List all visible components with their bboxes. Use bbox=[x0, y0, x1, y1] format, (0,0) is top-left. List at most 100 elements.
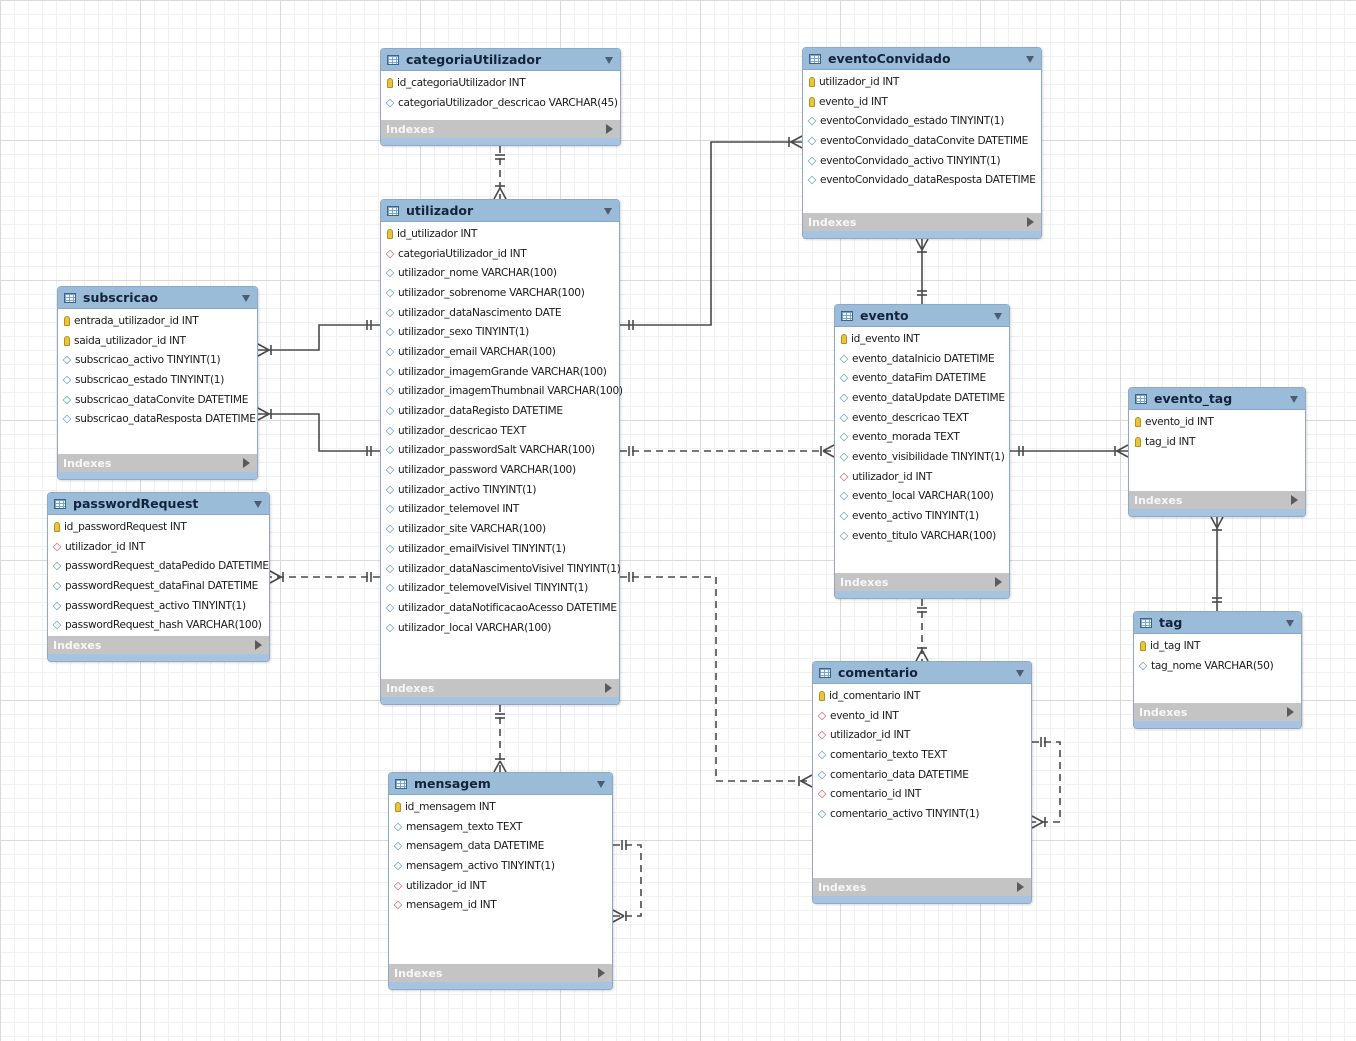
column-row[interactable]: tag_nome VARCHAR(50) bbox=[1134, 656, 1301, 676]
indexes-section[interactable]: Indexes bbox=[48, 636, 269, 654]
column-row[interactable]: eventoConvidado_dataConvite DATETIME bbox=[803, 131, 1041, 151]
indexes-section[interactable]: Indexes bbox=[813, 878, 1031, 896]
indexes-section[interactable]: Indexes bbox=[835, 573, 1009, 591]
collapse-caret-icon[interactable] bbox=[994, 313, 1002, 320]
column-row[interactable]: utilizador_passwordSalt VARCHAR(100) bbox=[381, 441, 619, 461]
indexes-section[interactable]: Indexes bbox=[389, 964, 612, 982]
column-row[interactable]: utilizador_descricao TEXT bbox=[381, 421, 619, 441]
relationship-evento-comentario[interactable] bbox=[915, 599, 929, 662]
expand-arrow-icon[interactable] bbox=[606, 124, 613, 134]
column-row[interactable]: utilizador_id INT bbox=[803, 72, 1041, 92]
indexes-section[interactable]: Indexes bbox=[1134, 703, 1301, 721]
indexes-section[interactable]: Indexes bbox=[381, 679, 619, 697]
column-row[interactable]: utilizador_dataNascimento DATE bbox=[381, 303, 619, 323]
column-row[interactable]: utilizador_telemovelVisivel TINYINT(1) bbox=[381, 578, 619, 598]
relationship-utilizador-comentario[interactable] bbox=[620, 572, 813, 788]
column-row[interactable]: comentario_activo TINYINT(1) bbox=[813, 804, 1031, 824]
relationship-line[interactable] bbox=[258, 324, 380, 351]
relationship-utilizador-evento[interactable] bbox=[620, 444, 835, 458]
column-row[interactable]: evento_dataFim DATETIME bbox=[835, 368, 1009, 388]
column-row[interactable]: utilizador_id INT bbox=[813, 725, 1031, 745]
column-row[interactable]: evento_id INT bbox=[803, 92, 1041, 112]
column-row[interactable]: subscricao_dataResposta DATETIME bbox=[58, 409, 257, 429]
entity-header[interactable]: subscricao bbox=[58, 287, 257, 309]
indexes-section[interactable]: Indexes bbox=[803, 213, 1041, 231]
relationship-comentario-comentario[interactable] bbox=[1031, 737, 1061, 829]
expand-arrow-icon[interactable] bbox=[605, 683, 612, 693]
entity-header[interactable]: tag bbox=[1134, 612, 1301, 634]
column-row[interactable]: utilizador_imagemThumbnail VARCHAR(100) bbox=[381, 382, 623, 402]
column-row[interactable]: id_passwordRequest INT bbox=[48, 517, 269, 537]
column-row[interactable]: evento_morada TEXT bbox=[835, 427, 1009, 447]
column-row[interactable]: eventoConvidado_dataResposta DATETIME bbox=[803, 170, 1041, 190]
column-row[interactable]: utilizador_emailVisivel TINYINT(1) bbox=[381, 539, 619, 559]
column-row[interactable]: tag_id INT bbox=[1129, 432, 1305, 452]
expand-arrow-icon[interactable] bbox=[1291, 495, 1298, 505]
column-row[interactable]: id_utilizador INT bbox=[381, 224, 619, 244]
relationship-line[interactable] bbox=[258, 413, 380, 452]
relationship-line[interactable] bbox=[620, 576, 812, 782]
column-row[interactable]: evento_descricao TEXT bbox=[835, 408, 1009, 428]
expand-arrow-icon[interactable] bbox=[255, 640, 262, 650]
column-row[interactable]: comentario_data DATETIME bbox=[813, 765, 1031, 785]
column-row[interactable]: id_mensagem INT bbox=[389, 797, 612, 817]
column-row[interactable]: mensagem_data DATETIME bbox=[389, 836, 612, 856]
column-row[interactable]: utilizador_sobrenome VARCHAR(100) bbox=[381, 283, 619, 303]
column-row[interactable]: entrada_utilizador_id INT bbox=[58, 311, 257, 331]
collapse-caret-icon[interactable] bbox=[1286, 620, 1294, 627]
collapse-caret-icon[interactable] bbox=[242, 295, 250, 302]
column-row[interactable]: eventoConvidado_activo TINYINT(1) bbox=[803, 151, 1041, 171]
column-row[interactable]: utilizador_nome VARCHAR(100) bbox=[381, 263, 619, 283]
column-row[interactable]: mensagem_id INT bbox=[389, 895, 612, 915]
column-row[interactable]: utilizador_telemovel INT bbox=[381, 500, 619, 520]
column-row[interactable]: evento_visibilidade TINYINT(1) bbox=[835, 447, 1009, 467]
entity-header[interactable]: utilizador bbox=[381, 200, 619, 222]
entity-header[interactable]: evento_tag bbox=[1129, 388, 1305, 410]
entity-header[interactable]: comentario bbox=[813, 662, 1031, 684]
column-row[interactable]: saida_utilizador_id INT bbox=[58, 331, 257, 351]
column-row[interactable]: evento_id INT bbox=[1129, 412, 1305, 432]
column-row[interactable]: id_comentario INT bbox=[813, 686, 1031, 706]
relationship-categoriaUtilizador-utilizador[interactable] bbox=[493, 146, 507, 200]
column-row[interactable]: comentario_id INT bbox=[813, 784, 1031, 804]
entity-header[interactable]: mensagem bbox=[389, 773, 612, 795]
column-row[interactable]: evento_dataInicio DATETIME bbox=[835, 349, 1009, 369]
column-row[interactable]: utilizador_activo TINYINT(1) bbox=[381, 480, 619, 500]
column-row[interactable]: mensagem_texto TEXT bbox=[389, 817, 612, 837]
column-row[interactable]: passwordRequest_hash VARCHAR(100) bbox=[48, 615, 269, 635]
column-row[interactable]: utilizador_dataNotificacaoAcesso DATETIM… bbox=[381, 598, 619, 618]
relationship-line[interactable] bbox=[613, 844, 642, 917]
relationship-utilizador-passwordRequest[interactable] bbox=[269, 570, 380, 584]
column-row[interactable]: utilizador_id INT bbox=[48, 537, 269, 557]
column-row[interactable]: evento_activo TINYINT(1) bbox=[835, 506, 1009, 526]
column-row[interactable]: utilizador_local VARCHAR(100) bbox=[381, 618, 619, 638]
column-row[interactable]: subscricao_estado TINYINT(1) bbox=[58, 370, 257, 390]
expand-arrow-icon[interactable] bbox=[1287, 707, 1294, 717]
entity-header[interactable]: passwordRequest bbox=[48, 493, 269, 515]
column-row[interactable]: id_categoriaUtilizador INT bbox=[381, 73, 620, 93]
indexes-section[interactable]: Indexes bbox=[381, 120, 620, 138]
entity-header[interactable]: eventoConvidado bbox=[803, 48, 1041, 70]
column-row[interactable]: utilizador_dataNascimentoVisivel TINYINT… bbox=[381, 559, 621, 579]
column-row[interactable]: passwordRequest_activo TINYINT(1) bbox=[48, 596, 269, 616]
relationship-utilizador-eventoConvidado[interactable] bbox=[620, 135, 803, 330]
column-row[interactable]: utilizador_dataRegisto DATETIME bbox=[381, 401, 619, 421]
column-row[interactable]: utilizador_imagemGrande VARCHAR(100) bbox=[381, 362, 619, 382]
collapse-caret-icon[interactable] bbox=[605, 57, 613, 64]
column-row[interactable]: categoriaUtilizador_id INT bbox=[381, 244, 619, 264]
column-row[interactable]: utilizador_password VARCHAR(100) bbox=[381, 460, 619, 480]
column-row[interactable]: subscricao_dataConvite DATETIME bbox=[58, 390, 257, 410]
column-row[interactable]: utilizador_email VARCHAR(100) bbox=[381, 342, 619, 362]
column-row[interactable]: utilizador_id INT bbox=[835, 467, 1009, 487]
column-row[interactable]: id_tag INT bbox=[1134, 636, 1301, 656]
column-row[interactable]: utilizador_sexo TINYINT(1) bbox=[381, 322, 619, 342]
expand-arrow-icon[interactable] bbox=[598, 968, 605, 978]
relationship-line[interactable] bbox=[1032, 741, 1061, 823]
column-row[interactable]: passwordRequest_dataPedido DATETIME bbox=[48, 556, 269, 576]
